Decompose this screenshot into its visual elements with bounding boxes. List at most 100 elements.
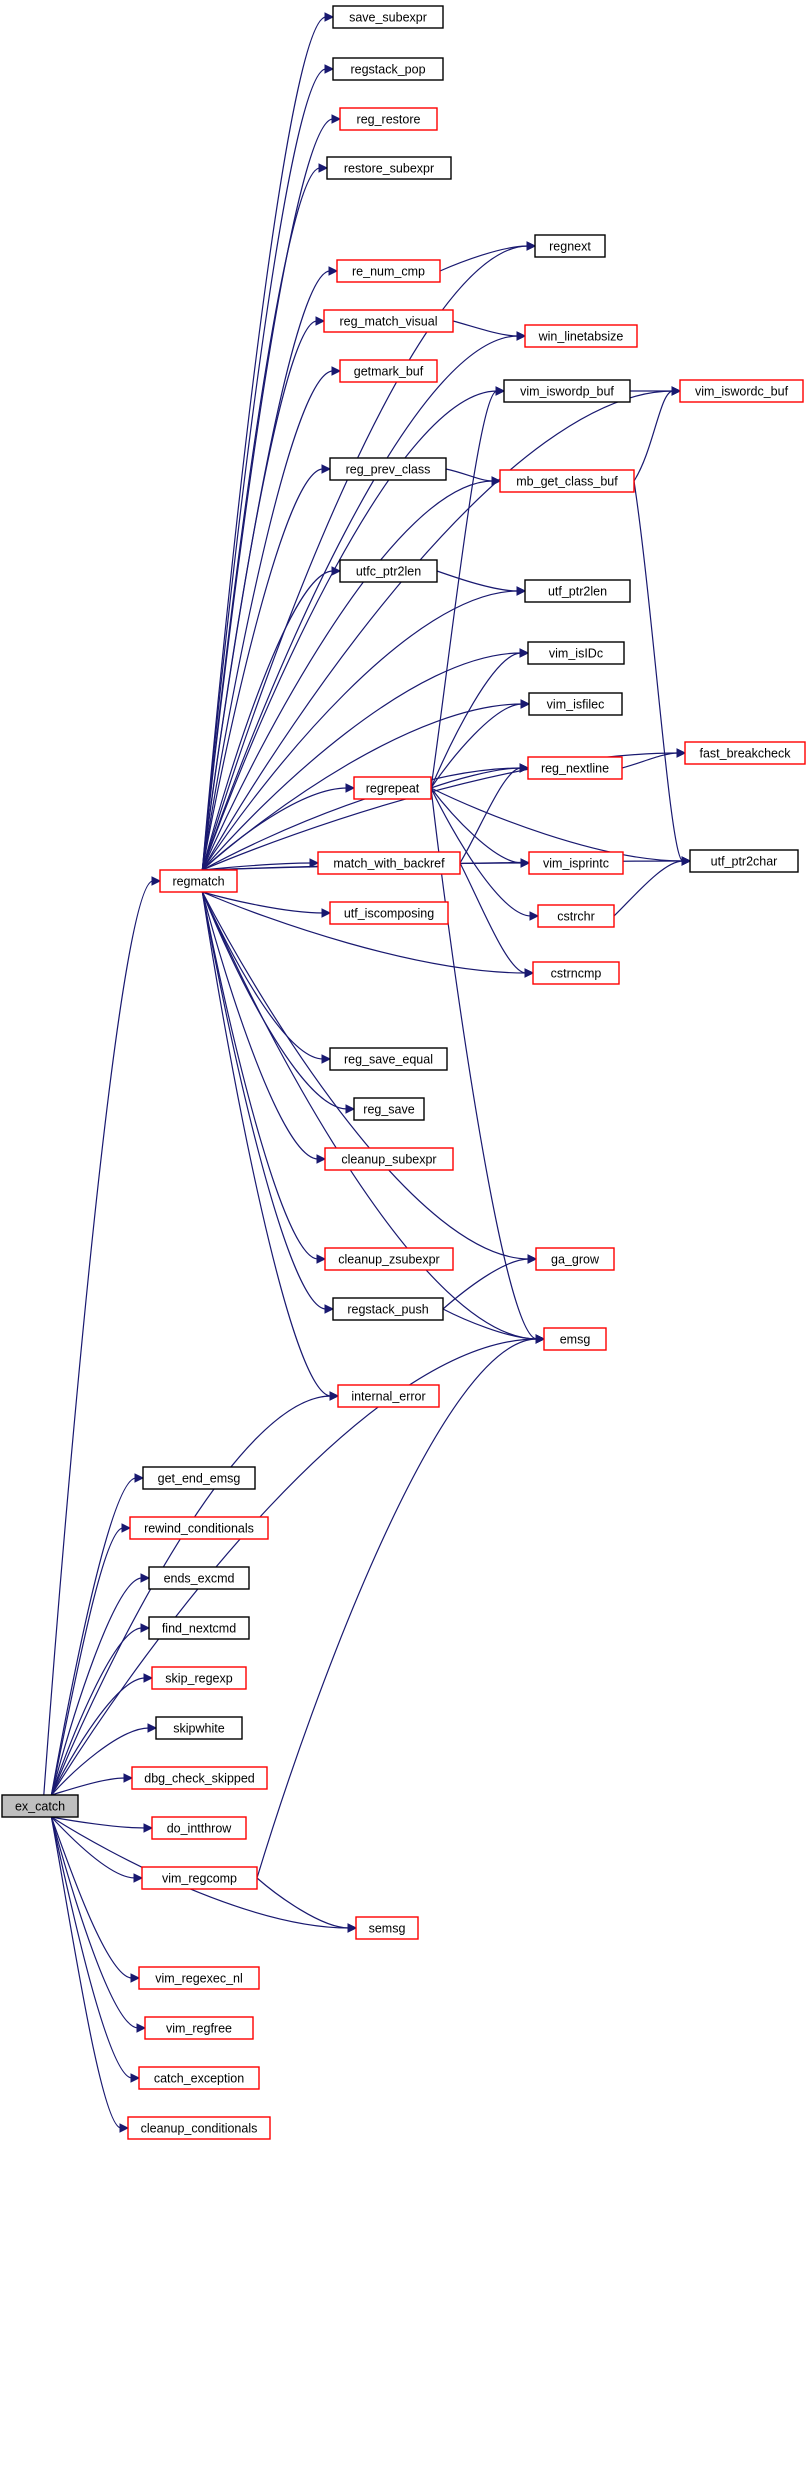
edge-line xyxy=(459,862,527,974)
node-mb-get-class-buf[interactable]: mb_get_class_buf xyxy=(499,469,635,493)
node-label: ex_catch xyxy=(15,1800,65,1814)
node-fast-breakcheck[interactable]: fast_breakcheck xyxy=(684,741,806,765)
edge-arrowhead xyxy=(315,316,326,326)
node-skip-regexp[interactable]: skip_regexp xyxy=(151,1666,247,1690)
node-emsg[interactable]: emsg xyxy=(543,1327,607,1351)
edge-regmatch-to-reg_save_equal xyxy=(201,891,332,1064)
node-vim-regcomp[interactable]: vim_regcomp xyxy=(141,1866,258,1890)
node-cleanup-conditionals[interactable]: cleanup_conditionals xyxy=(127,2116,271,2140)
edge-line xyxy=(201,118,334,871)
edge-regrepeat-to-cstrchr xyxy=(430,787,540,921)
edge-utfc_ptr2len-to-utf_ptr2len xyxy=(436,570,527,596)
edge-arrowhead xyxy=(681,856,692,866)
edge-arrowhead xyxy=(324,1304,335,1314)
node-win-linetabsize[interactable]: win_linetabsize xyxy=(524,324,638,348)
node-regmatch[interactable]: regmatch xyxy=(159,869,238,893)
node-vim-iswordc-buf[interactable]: vim_iswordc_buf xyxy=(679,379,804,403)
edge-arrowhead xyxy=(151,876,162,886)
edge-reg_prev_class-to-mb_get_class_buf xyxy=(445,468,502,486)
node-reg-prev-class: reg_prev_class xyxy=(329,457,447,481)
node-label: vim_iswordp_buf xyxy=(520,385,614,399)
node-match-with-backref[interactable]: match_with_backref xyxy=(317,851,461,875)
node-regrepeat[interactable]: regrepeat xyxy=(353,776,432,800)
node-rewind-conditionals[interactable]: rewind_conditionals xyxy=(129,1516,269,1540)
node-reg-match-visual[interactable]: reg_match_visual xyxy=(323,309,454,333)
node-label: ga_grow xyxy=(551,1253,600,1267)
edge-line xyxy=(201,891,319,1260)
node-box xyxy=(499,469,635,493)
edge-arrowhead xyxy=(527,1254,538,1264)
node-box xyxy=(155,1716,243,1740)
node-internal-error[interactable]: internal_error xyxy=(337,1384,440,1408)
node-box xyxy=(534,234,606,258)
edge-vim_regcomp-to-emsg xyxy=(256,1334,546,1879)
edge-line xyxy=(201,270,331,871)
node-label: cstrchr xyxy=(557,910,595,924)
edge-line xyxy=(50,1677,146,1796)
edge-regmatch-to-utf_ptr2len xyxy=(201,586,527,871)
node-vim-isprintc[interactable]: vim_isprintc xyxy=(528,851,624,875)
edge-line xyxy=(201,335,519,871)
edge-arrowhead xyxy=(140,1623,151,1633)
call-graph-edges xyxy=(43,12,692,2133)
node-getmark-buf[interactable]: getmark_buf xyxy=(339,359,438,383)
node-box xyxy=(503,379,631,403)
node-label: match_with_backref xyxy=(333,857,445,871)
node-box xyxy=(142,1466,256,1490)
node-utf-iscomposing[interactable]: utf_iscomposing xyxy=(329,901,449,925)
edge-line xyxy=(633,480,684,862)
node-label: utf_ptr2len xyxy=(548,585,607,599)
edge-arrowhead xyxy=(331,366,342,376)
node-box xyxy=(332,5,444,29)
node-label: utf_ptr2char xyxy=(711,855,778,869)
edge-line xyxy=(459,767,522,864)
node-box xyxy=(339,107,438,131)
node-box xyxy=(131,1766,268,1790)
node-re-num-cmp[interactable]: re_num_cmp xyxy=(336,259,441,283)
node-ends-excmd: ends_excmd xyxy=(148,1566,250,1590)
edge-line xyxy=(51,1777,126,1796)
edge-ex_catch-to-ends_excmd xyxy=(50,1573,151,1796)
call-graph-nodes: ex_catchregmatchsave_subexprregstack_pop… xyxy=(1,5,806,2140)
edge-arrowhead xyxy=(520,699,531,709)
edge-line xyxy=(43,880,154,1796)
node-label: vim_regcomp xyxy=(162,1872,237,1886)
edge-line xyxy=(201,590,519,871)
node-ga-grow[interactable]: ga_grow xyxy=(535,1247,615,1271)
node-box xyxy=(535,1247,615,1271)
node-box xyxy=(524,324,638,348)
edge-re_num_cmp-to-regnext xyxy=(439,241,537,272)
edge-ex_catch-to-skipwhite xyxy=(50,1723,158,1796)
node-label: skipwhite xyxy=(173,1722,224,1736)
node-vim-regexec-nl[interactable]: vim_regexec_nl xyxy=(138,1966,260,1990)
node-catch-exception[interactable]: catch_exception xyxy=(138,2066,260,2090)
node-dbg-check-skipped[interactable]: dbg_check_skipped xyxy=(131,1766,268,1790)
node-box xyxy=(337,1384,440,1408)
node-reg-restore[interactable]: reg_restore xyxy=(339,107,438,131)
node-cstrchr[interactable]: cstrchr xyxy=(537,904,615,928)
node-label: regmatch xyxy=(172,875,224,889)
edge-arrowhead xyxy=(130,2073,141,2083)
node-label: save_subexpr xyxy=(349,11,427,25)
edge-arrowhead xyxy=(130,1973,141,1983)
edge-arrowhead xyxy=(119,2123,130,2133)
edge-arrowhead xyxy=(143,1823,154,1833)
edge-line xyxy=(633,390,674,482)
edge-arrowhead xyxy=(123,1773,134,1783)
node-label: getmark_buf xyxy=(354,365,424,379)
edge-ex_catch-to-catch_exception xyxy=(50,1816,141,2083)
edge-arrowhead xyxy=(321,464,332,474)
node-cleanup-zsubexpr[interactable]: cleanup_zsubexpr xyxy=(324,1247,454,1271)
node-vim-regfree[interactable]: vim_regfree xyxy=(144,2016,254,2040)
node-semsg[interactable]: semsg xyxy=(355,1916,419,1940)
node-box xyxy=(532,961,620,985)
node-do-intthrow[interactable]: do_intthrow xyxy=(151,1816,247,1840)
edge-line xyxy=(201,480,494,871)
edge-regmatch-to-regnext xyxy=(201,241,537,871)
edge-ex_catch-to-do_intthrow xyxy=(51,1816,154,1833)
node-cleanup-subexpr[interactable]: cleanup_subexpr xyxy=(324,1147,454,1171)
node-label: reg_save xyxy=(363,1103,414,1117)
node-cstrncmp[interactable]: cstrncmp xyxy=(532,961,620,985)
edge-line xyxy=(201,16,327,871)
node-reg-nextline[interactable]: reg_nextline xyxy=(527,756,623,780)
